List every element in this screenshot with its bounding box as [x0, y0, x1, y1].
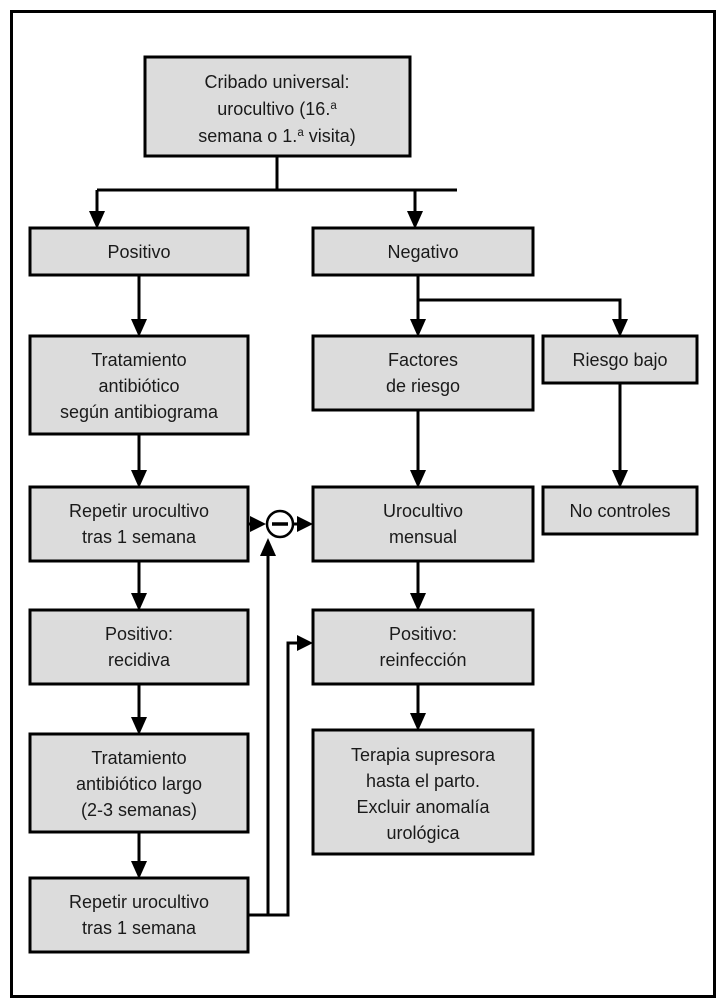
- arrowhead-into-reinfeccion-left: [297, 635, 313, 651]
- node-positivo[interactable]: Positivo: [28, 226, 250, 277]
- arrowhead-into-junction-left: [250, 516, 266, 532]
- arrowhead-into-junction-bottom: [260, 538, 276, 556]
- node-urocultivo-mensual-line2: mensual: [389, 527, 457, 547]
- node-urocultivo-mensual-line1: Urocultivo: [383, 501, 463, 521]
- edge-repetir2-to-reinfeccion: [258, 641, 300, 917]
- node-terapia-supresora-line4: urológica: [386, 823, 460, 843]
- node-positivo-recidiva[interactable]: Positivo: recidiva: [28, 608, 250, 686]
- node-tratamiento-antibiotico-line2: antibiótico: [98, 376, 179, 396]
- node-tratamiento-antibiotico-largo[interactable]: Tratamiento antibiótico largo (2-3 seman…: [28, 732, 250, 834]
- node-riesgo-bajo-box[interactable]: [541, 334, 699, 385]
- node-factores-de-riesgo-line1: Factores: [388, 350, 458, 370]
- node-no-controles-box[interactable]: [541, 485, 699, 536]
- node-terapia-supresora-line2: hasta el parto.: [366, 771, 480, 791]
- arrowhead-into-urocultivo-mensual: [297, 516, 313, 532]
- arrowhead-to-repetir2: [131, 861, 147, 879]
- arrowhead-to-tratamiento-largo: [131, 717, 147, 735]
- node-terapia-supresora-box[interactable]: [311, 728, 535, 856]
- node-cribado-universal-line3: semana o 1.a visita): [198, 126, 355, 146]
- node-factores-de-riesgo-box[interactable]: [311, 334, 535, 412]
- arrowhead-to-tratamiento: [131, 319, 147, 337]
- arrowhead-to-reinfeccion: [410, 593, 426, 611]
- node-negativo-box[interactable]: [311, 226, 535, 277]
- arrowhead-to-recidiva: [131, 593, 147, 611]
- node-tratamiento-antibiotico-box[interactable]: [28, 334, 250, 436]
- node-terapia-supresora[interactable]: Terapia supresora hasta el parto. Exclui…: [311, 728, 535, 856]
- node-riesgo-bajo[interactable]: Riesgo bajo: [541, 334, 699, 385]
- node-factores-de-riesgo[interactable]: Factores de riesgo: [311, 334, 535, 412]
- figure-frame: [10, 10, 716, 998]
- arrowhead-to-repetir1: [131, 470, 147, 488]
- edge-repetir2-to-junction-feedback: [248, 554, 270, 917]
- node-urocultivo-mensual-box[interactable]: [311, 485, 535, 563]
- node-repetir-urocultivo-inferior-box[interactable]: [28, 876, 250, 954]
- junction-negative-node: [265, 509, 295, 539]
- node-terapia-supresora-line1: Terapia supresora: [351, 745, 496, 765]
- node-repetir-urocultivo-inferior[interactable]: Repetir urocultivo tras 1 semana: [28, 876, 250, 954]
- arrowhead-to-urocultivo-mensual: [410, 470, 426, 488]
- edge-layer: [89, 156, 628, 917]
- node-repetir-urocultivo-superior-box[interactable]: [28, 485, 250, 563]
- arrowhead-to-factores: [410, 319, 426, 337]
- node-positivo-reinfeccion-line1: Positivo:: [389, 624, 457, 644]
- node-negativo-label: Negativo: [387, 242, 458, 262]
- node-cribado-universal-box[interactable]: [143, 55, 412, 158]
- node-positivo-recidiva-line1: Positivo:: [105, 624, 173, 644]
- edge-negativo-to-riesgo-bajo: [418, 298, 622, 324]
- node-positivo-reinfeccion[interactable]: Positivo: reinfección: [311, 608, 535, 686]
- node-factores-de-riesgo-line2: de riesgo: [386, 376, 460, 396]
- node-urocultivo-mensual[interactable]: Urocultivo mensual: [311, 485, 535, 563]
- node-tratamiento-antibiotico-line3: según antibiograma: [60, 402, 219, 422]
- node-positivo-reinfeccion-line2: reinfección: [379, 650, 466, 670]
- node-tratamiento-antibiotico-largo-box[interactable]: [28, 732, 250, 834]
- arrowhead-to-terapia: [410, 713, 426, 731]
- node-tratamiento-antibiotico-line1: Tratamiento: [91, 350, 186, 370]
- node-cribado-universal-line2: urocultivo (16.a: [217, 99, 337, 119]
- node-repetir-urocultivo-superior-line1: Repetir urocultivo: [69, 501, 209, 521]
- node-riesgo-bajo-label: Riesgo bajo: [572, 350, 667, 370]
- node-negativo[interactable]: Negativo: [311, 226, 535, 277]
- node-tratamiento-antibiotico[interactable]: Tratamiento antibiótico según antibiogra…: [28, 334, 250, 436]
- node-positivo-recidiva-line2: recidiva: [108, 650, 171, 670]
- node-repetir-urocultivo-superior[interactable]: Repetir urocultivo tras 1 semana: [28, 485, 250, 563]
- node-repetir-urocultivo-inferior-line2: tras 1 semana: [82, 918, 197, 938]
- node-positivo-reinfeccion-box[interactable]: [311, 608, 535, 686]
- node-terapia-supresora-line3: Excluir anomalía: [356, 797, 490, 817]
- node-repetir-urocultivo-inferior-line1: Repetir urocultivo: [69, 892, 209, 912]
- node-positivo-box[interactable]: [28, 226, 250, 277]
- node-tratamiento-antibiotico-largo-line2: antibiótico largo: [76, 774, 202, 794]
- node-tratamiento-antibiotico-largo-line3: (2-3 semanas): [81, 800, 197, 820]
- arrowhead-to-positivo: [89, 211, 105, 229]
- node-repetir-urocultivo-superior-line2: tras 1 semana: [82, 527, 197, 547]
- node-positivo-recidiva-box[interactable]: [28, 608, 250, 686]
- node-no-controles[interactable]: No controles: [541, 485, 699, 536]
- node-cribado-universal-line1: Cribado universal:: [204, 72, 349, 92]
- arrowhead-to-riesgo-bajo: [612, 319, 628, 337]
- arrowhead-to-no-controles: [612, 470, 628, 488]
- node-cribado-universal[interactable]: Cribado universal: urocultivo (16.a sema…: [143, 55, 412, 158]
- node-tratamiento-antibiotico-largo-line1: Tratamiento: [91, 748, 186, 768]
- node-positivo-label: Positivo: [107, 242, 170, 262]
- node-no-controles-label: No controles: [569, 501, 670, 521]
- arrowhead-to-negativo: [407, 211, 423, 229]
